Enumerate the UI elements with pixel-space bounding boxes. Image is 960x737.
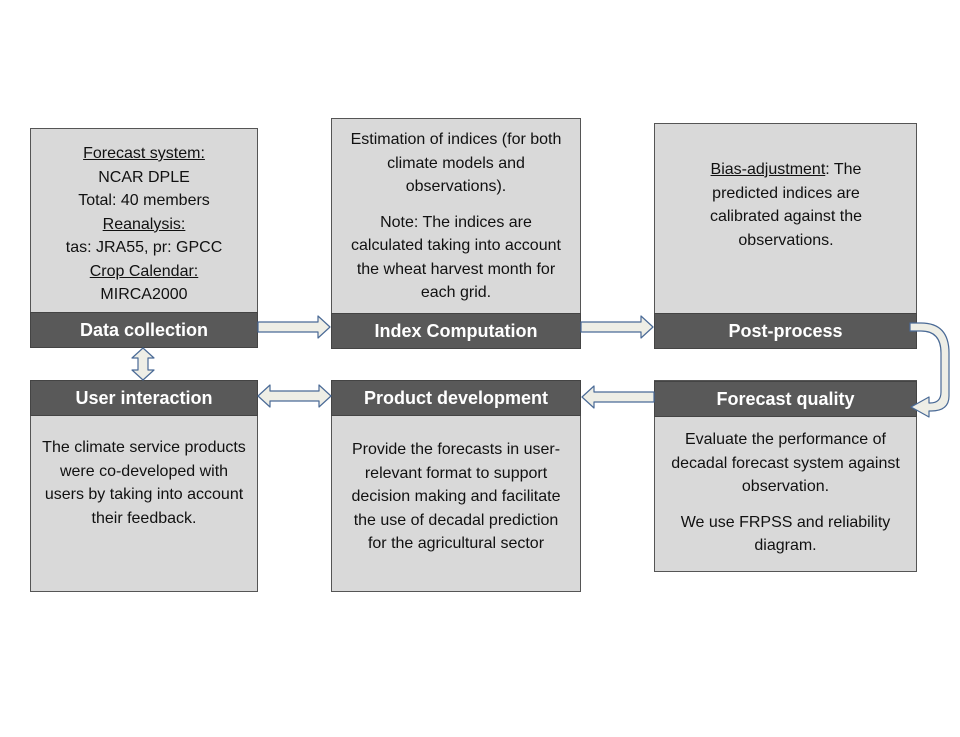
forecast-quality-title: Forecast quality xyxy=(654,381,917,417)
bias-adjustment-text: : The predicted indices are calibrated a… xyxy=(709,161,863,249)
forecast-quality-text: Evaluate the performance of decadal fore… xyxy=(664,428,907,558)
arrow-index-to-post xyxy=(580,315,654,339)
reanalysis-label: Reanalysis: xyxy=(102,215,186,233)
index-computation-text-2: Note: The indices are calculated taking … xyxy=(351,213,561,302)
forecast-quality-text-2: We use FRPSS and reliability diagram. xyxy=(680,513,891,555)
arrow-data-to-index xyxy=(257,315,331,339)
bias-adjustment-label: Bias-adjustment xyxy=(710,161,826,178)
arrow-post-to-quality xyxy=(909,322,950,418)
forecast-system-label: Forecast system: xyxy=(83,145,205,162)
index-computation-title: Index Computation xyxy=(331,313,581,349)
post-process-text: Bias-adjustment: The predicted indices a… xyxy=(686,158,886,252)
reanalysis-value: tas: JRA55, pr: GPCC xyxy=(65,239,223,256)
user-interaction-text: The climate service products were co-dev… xyxy=(42,439,246,527)
index-computation-text: Estimation of indices (for both climate … xyxy=(343,128,569,305)
data-collection-box xyxy=(30,128,258,348)
arrow-quality-to-product xyxy=(581,385,655,409)
forecast-quality-text-1: Evaluate the performance of decadal fore… xyxy=(671,431,900,495)
product-development-text: Provide the forecasts in user-relevant f… xyxy=(351,441,561,552)
post-process-box xyxy=(654,123,917,348)
user-interaction-title: User interaction xyxy=(30,380,258,416)
crop-calendar-label: Crop Calendar: xyxy=(89,262,199,280)
data-collection-text: Forecast system: NCAR DPLE Total: 40 mem… xyxy=(31,142,257,307)
product-development-title: Product development xyxy=(331,380,581,416)
forecast-system-value: NCAR DPLE xyxy=(98,168,190,186)
index-computation-text-1: Estimation of indices (for both climate … xyxy=(350,131,562,195)
arrow-user-product xyxy=(257,384,332,408)
members-text: Total: 40 members xyxy=(78,192,210,209)
data-collection-title: Data collection xyxy=(30,312,258,348)
arrow-data-user xyxy=(131,347,155,381)
crop-calendar-value: MIRCA2000 xyxy=(100,286,188,303)
index-computation-box xyxy=(331,118,581,348)
